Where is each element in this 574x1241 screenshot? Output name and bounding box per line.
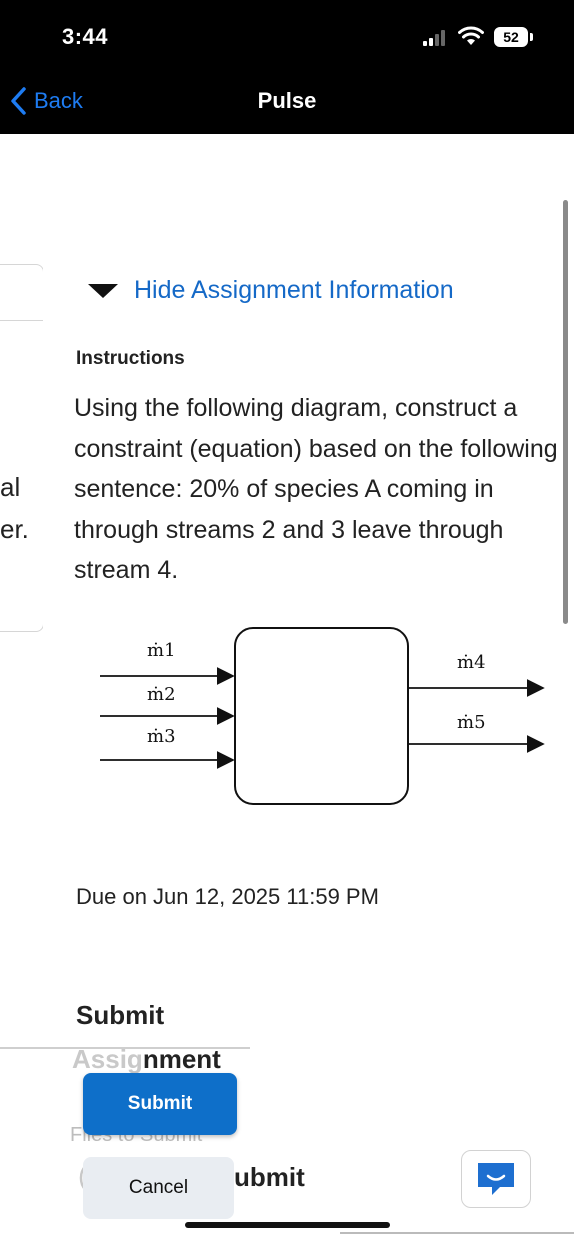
diagram-svg [100,627,545,805]
cellular-signal-icon [423,30,447,46]
background-card [0,264,44,632]
instructions-text: Using the following diagram, construct a… [74,394,558,584]
stream-label-m1: ṁ1 [147,640,176,661]
wifi-icon [458,26,484,45]
cancel-button[interactable]: Cancel [83,1157,234,1219]
battery-tip [530,33,533,41]
submit-assignment-heading: Assignment [72,1044,221,1075]
stream-label-m4: ṁ4 [457,652,486,673]
mass-flow-diagram: ṁ1 ṁ2 ṁ3 ṁ4 ṁ5 [95,620,555,810]
scrollbar[interactable] [563,200,568,624]
stream-label-m5: ṁ5 [457,712,486,733]
top-bar: 3:44 52 Back Pulse [0,0,574,134]
chat-button[interactable] [461,1150,531,1208]
triangle-down-icon [88,283,118,298]
divider [0,1047,250,1049]
stream-label-m3: ṁ3 [147,726,176,747]
process-box [234,627,409,805]
submit-button[interactable]: Submit [83,1073,237,1135]
heading-rest-part: nment [142,1044,221,1074]
background-text-fragment: al [0,472,21,502]
chat-bubble-icon [478,1163,514,1195]
battery-icon: 52 [494,27,528,47]
bottom-divider [340,1232,574,1234]
page-title: Pulse [257,88,317,113]
back-label: Back [34,88,83,113]
background-card-divider [0,320,44,321]
home-indicator[interactable] [185,1222,390,1228]
chevron-left-icon [11,87,26,115]
submit-heading: Submit [76,1000,165,1030]
paren-fragment: ( [78,1160,87,1192]
submit-text-fragment: ubmit [234,1162,305,1192]
toggle-label: Hide Assignment Information [134,276,454,304]
back-button[interactable]: Back [10,84,83,118]
heading-faded-part: Assig [72,1044,143,1074]
status-time: 3:44 [62,24,109,49]
hide-assignment-info-toggle[interactable]: Hide Assignment Information [88,276,454,305]
background-text-fragment: er. [0,514,29,544]
due-date: Due on Jun 12, 2025 11:59 PM [76,884,379,909]
instructions-label: Instructions [76,348,185,369]
stream-label-m2: ṁ2 [147,684,176,705]
